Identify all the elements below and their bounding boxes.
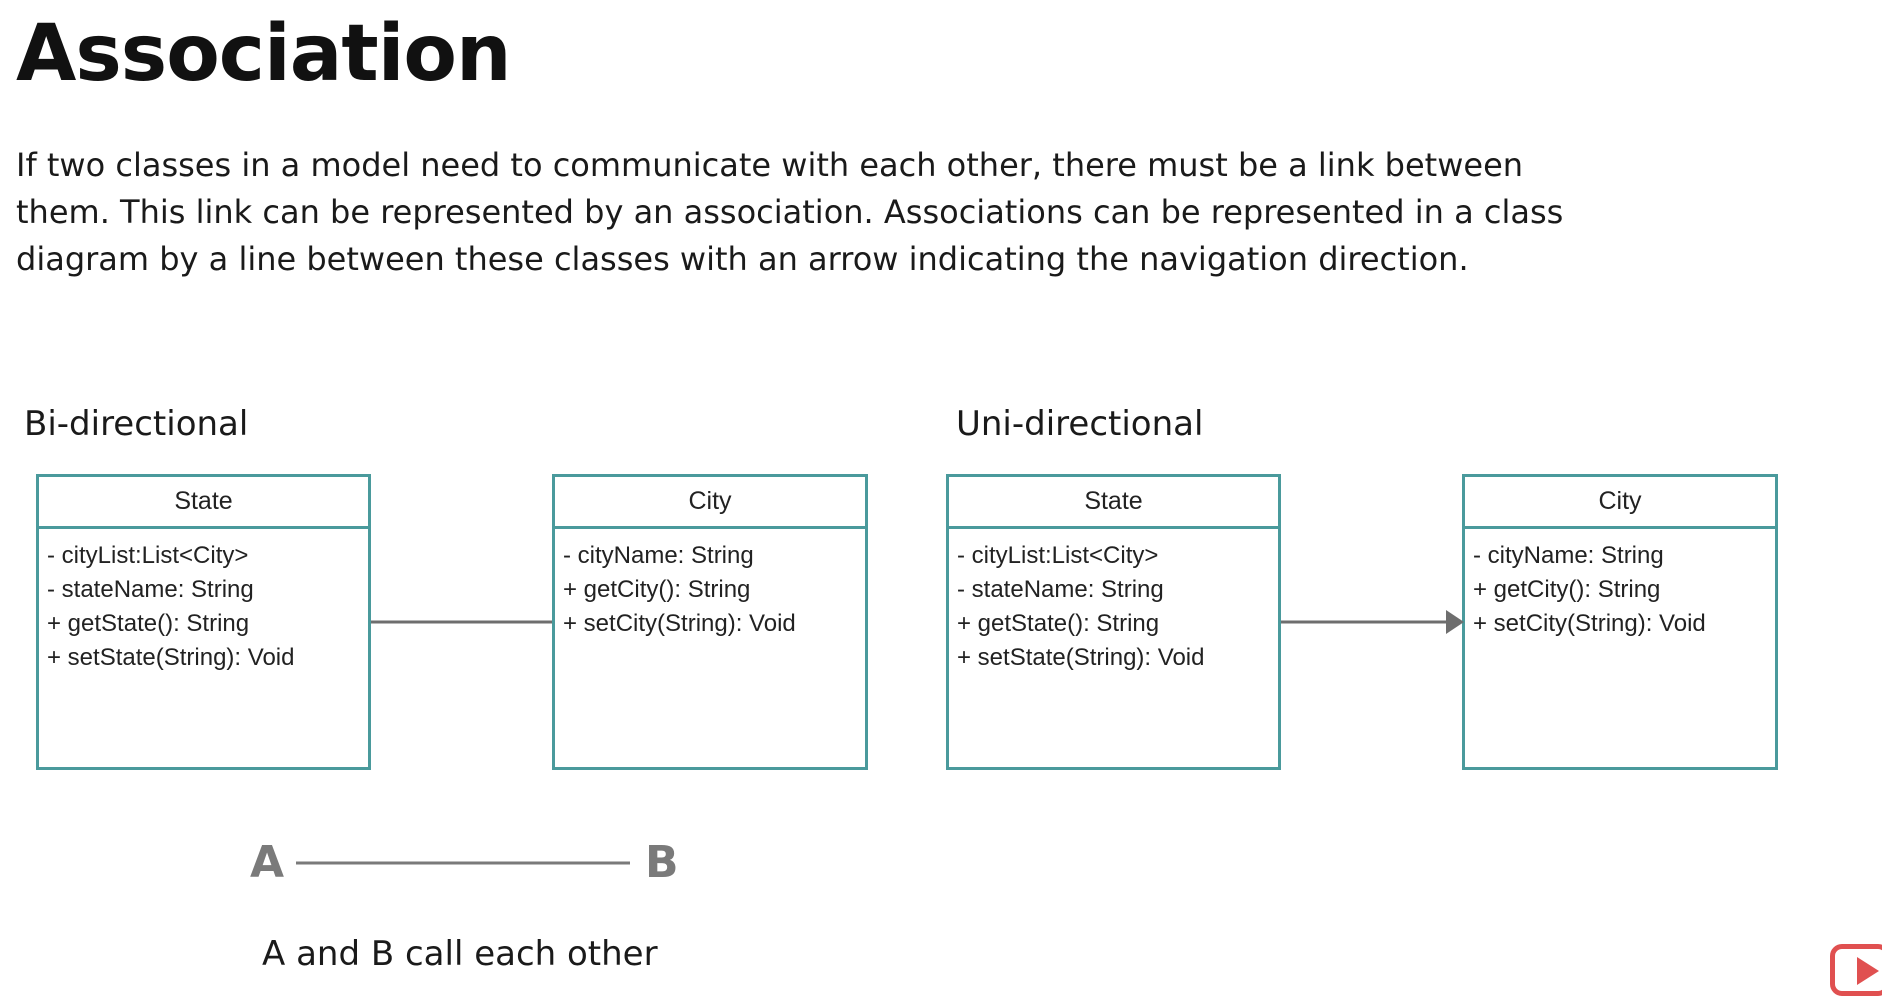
class-member: + getCity(): String — [563, 576, 751, 603]
ab-letter-b: B — [645, 837, 679, 888]
play-icon[interactable] — [1830, 944, 1882, 996]
class-name: State — [39, 477, 368, 529]
intro-line: If two classes in a model need to commun… — [16, 146, 1524, 184]
class-member: - stateName: String — [957, 576, 1164, 603]
class-member: + setState(String): Void — [47, 644, 295, 671]
ab-letter-a: A — [250, 837, 285, 888]
class-member: - stateName: String — [47, 576, 254, 603]
class-member: + getState(): String — [47, 610, 250, 637]
class-member: + setState(String): Void — [957, 644, 1205, 671]
class-member: + getCity(): String — [1473, 576, 1661, 603]
bi-state-class-box: State - cityList:List<City> - stateName:… — [36, 474, 371, 770]
uni-city-class-box: City - cityName: String + getCity(): Str… — [1462, 474, 1778, 770]
class-member: + getState(): String — [957, 610, 1160, 637]
bi-city-class-box: City - cityName: String + getCity(): Str… — [552, 474, 868, 770]
uni-state-class-box: State - cityList:List<City> - stateName:… — [946, 474, 1281, 770]
class-member: + setCity(String): Void — [1473, 610, 1706, 637]
ab-caption: A and B call each other — [262, 934, 658, 974]
class-members: - cityList:List<City> - stateName: Strin… — [39, 529, 368, 675]
class-members: - cityName: String + getCity(): String +… — [1465, 529, 1775, 641]
class-member: + setCity(String): Void — [563, 610, 796, 637]
class-member: - cityList:List<City> — [957, 542, 1159, 569]
unidirectional-label: Uni-directional — [956, 404, 1204, 444]
class-name: State — [949, 477, 1278, 529]
class-name: City — [555, 477, 865, 529]
class-member: - cityName: String — [1473, 542, 1664, 569]
class-members: - cityList:List<City> - stateName: Strin… — [949, 529, 1278, 675]
class-member: - cityName: String — [563, 542, 754, 569]
class-name: City — [1465, 477, 1775, 529]
class-member: - cityList:List<City> — [47, 542, 249, 569]
intro-line: diagram by a line between these classes … — [16, 240, 1469, 278]
bidirectional-label: Bi-directional — [24, 404, 249, 444]
class-members: - cityName: String + getCity(): String +… — [555, 529, 865, 641]
intro-line: them. This link can be represented by an… — [16, 193, 1564, 231]
intro-paragraph: If two classes in a model need to commun… — [16, 142, 1564, 283]
page-title: Association — [16, 9, 512, 99]
